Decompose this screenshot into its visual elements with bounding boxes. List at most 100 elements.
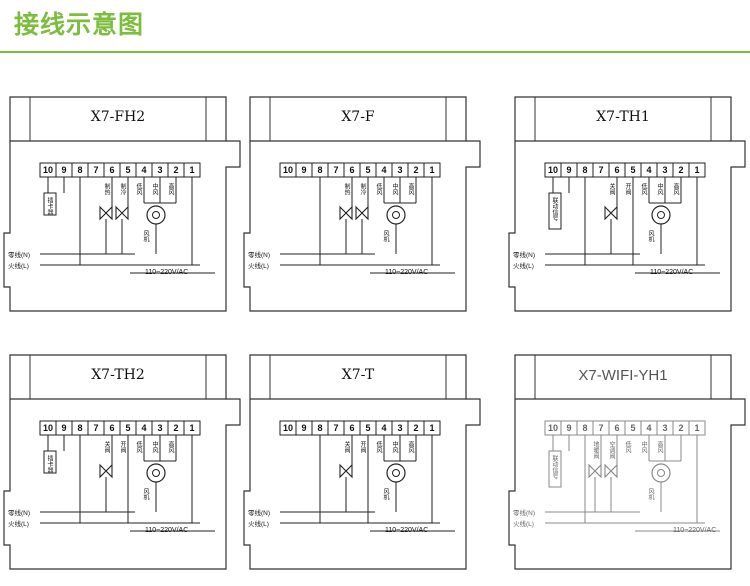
terminal-number: 10 xyxy=(547,423,558,433)
terminal-number: 1 xyxy=(429,423,435,433)
terminal-number: 8 xyxy=(582,165,588,175)
terminal-number: 8 xyxy=(77,165,83,175)
wire-label: 空调阀 xyxy=(608,441,614,459)
valve-icon xyxy=(115,205,129,221)
terminal-number: 3 xyxy=(662,165,668,175)
terminal-number: 1 xyxy=(429,165,435,175)
live-label: 火线(L) xyxy=(8,521,29,528)
terminal-number: 6 xyxy=(614,423,620,433)
terminal-number: 1 xyxy=(694,165,700,175)
terminal-number: 5 xyxy=(630,165,636,175)
model-name: X7-TH1 xyxy=(596,109,650,125)
terminal-number: 7 xyxy=(333,423,339,433)
terminal-number: 3 xyxy=(662,423,668,433)
terminal-number: 5 xyxy=(630,423,636,433)
terminal-number: 8 xyxy=(317,165,323,175)
wire-label: 关阀 xyxy=(343,441,349,453)
terminal-number: 8 xyxy=(77,423,83,433)
terminal-number: 9 xyxy=(301,165,307,175)
wire-label: 低风 xyxy=(135,183,141,195)
terminal-number: 9 xyxy=(61,165,67,175)
fan-motor xyxy=(386,205,406,225)
neutral-label: 零线(N) xyxy=(513,252,536,259)
live-label: 火线(L) xyxy=(513,521,534,528)
housing-outline xyxy=(243,354,481,570)
terminal-number: 7 xyxy=(598,423,604,433)
model-plate xyxy=(269,354,447,400)
wire-label: 高风 xyxy=(167,183,173,195)
neutral-label: 零线(N) xyxy=(8,510,31,517)
valve-icon xyxy=(355,205,369,221)
neutral-label: 零线(N) xyxy=(248,252,271,259)
terminal-number: 5 xyxy=(125,423,131,433)
housing-outline xyxy=(508,96,746,312)
live-label: 火线(L) xyxy=(248,263,269,270)
wire-label: 高风 xyxy=(407,441,413,453)
wire-label: 低风 xyxy=(375,441,381,453)
wire-label: 中风 xyxy=(391,441,397,453)
model-name: X7-T xyxy=(341,367,375,383)
voltage-label: 110~220V/AC xyxy=(673,527,717,534)
model-plate xyxy=(29,354,207,400)
terminal-number: 4 xyxy=(141,165,147,175)
terminal-number: 2 xyxy=(678,423,684,433)
terminal-number: 6 xyxy=(109,165,115,175)
terminal-number: 1 xyxy=(189,165,195,175)
wire-label: 高风 xyxy=(656,441,662,453)
terminal-number: 4 xyxy=(381,423,387,433)
terminal-number: 2 xyxy=(413,165,419,175)
terminal-number: 4 xyxy=(381,165,387,175)
wire-label: 风机 xyxy=(647,230,653,242)
voltage-label: 110~220V/AC xyxy=(145,269,189,276)
wiring-schematic xyxy=(243,354,481,570)
live-label: 火线(L) xyxy=(248,521,269,528)
voltage-label: 110~220V/AC xyxy=(650,269,694,276)
terminal-number: 8 xyxy=(582,423,588,433)
terminal-number: 7 xyxy=(333,165,339,175)
terminal-number: 2 xyxy=(173,165,179,175)
wire-label: 中风 xyxy=(391,183,397,195)
wire-label: 关阀 xyxy=(608,183,614,195)
title-divider xyxy=(0,51,750,53)
wire-label: 风机 xyxy=(142,230,148,242)
wire-label: 开阀 xyxy=(624,183,630,195)
valve-icon xyxy=(99,463,113,479)
terminal-number: 5 xyxy=(125,165,131,175)
terminal-number: 3 xyxy=(397,165,403,175)
terminal-number: 2 xyxy=(678,165,684,175)
wire-label: 高风 xyxy=(672,183,678,195)
terminal-number: 5 xyxy=(365,165,371,175)
wire-label: 地暖阀 xyxy=(592,441,598,459)
terminal-number: 10 xyxy=(282,423,293,433)
terminal-number: 4 xyxy=(646,423,652,433)
terminal-number: 2 xyxy=(173,423,179,433)
terminal-number: 2 xyxy=(413,423,419,433)
wire-label: 联动信号 xyxy=(551,197,557,221)
wire-label: 风机 xyxy=(647,488,653,500)
model-name: X7-F xyxy=(341,109,375,125)
terminal-number: 4 xyxy=(141,423,147,433)
wire-label: 制热 xyxy=(343,183,349,195)
wiring-schematic xyxy=(243,96,481,312)
terminal-number: 7 xyxy=(93,165,99,175)
fan-motor xyxy=(146,463,166,483)
terminal-number: 6 xyxy=(349,423,355,433)
terminal-number: 9 xyxy=(61,423,67,433)
housing-outline xyxy=(243,96,481,312)
terminal-number: 1 xyxy=(694,423,700,433)
wire-label: 中风 xyxy=(640,441,646,453)
terminal-number: 6 xyxy=(614,165,620,175)
wire-label: 中风 xyxy=(151,441,157,453)
terminal-number: 10 xyxy=(282,165,293,175)
wire-label: 高风 xyxy=(167,441,173,453)
wire-label: 高风 xyxy=(407,183,413,195)
model-name: X7-TH2 xyxy=(91,367,145,383)
terminal-number: 1 xyxy=(189,423,195,433)
wiring-schematic xyxy=(508,354,746,570)
terminal-number: 3 xyxy=(157,423,163,433)
card-switch-box xyxy=(43,450,57,474)
wire-label: 中风 xyxy=(151,183,157,195)
